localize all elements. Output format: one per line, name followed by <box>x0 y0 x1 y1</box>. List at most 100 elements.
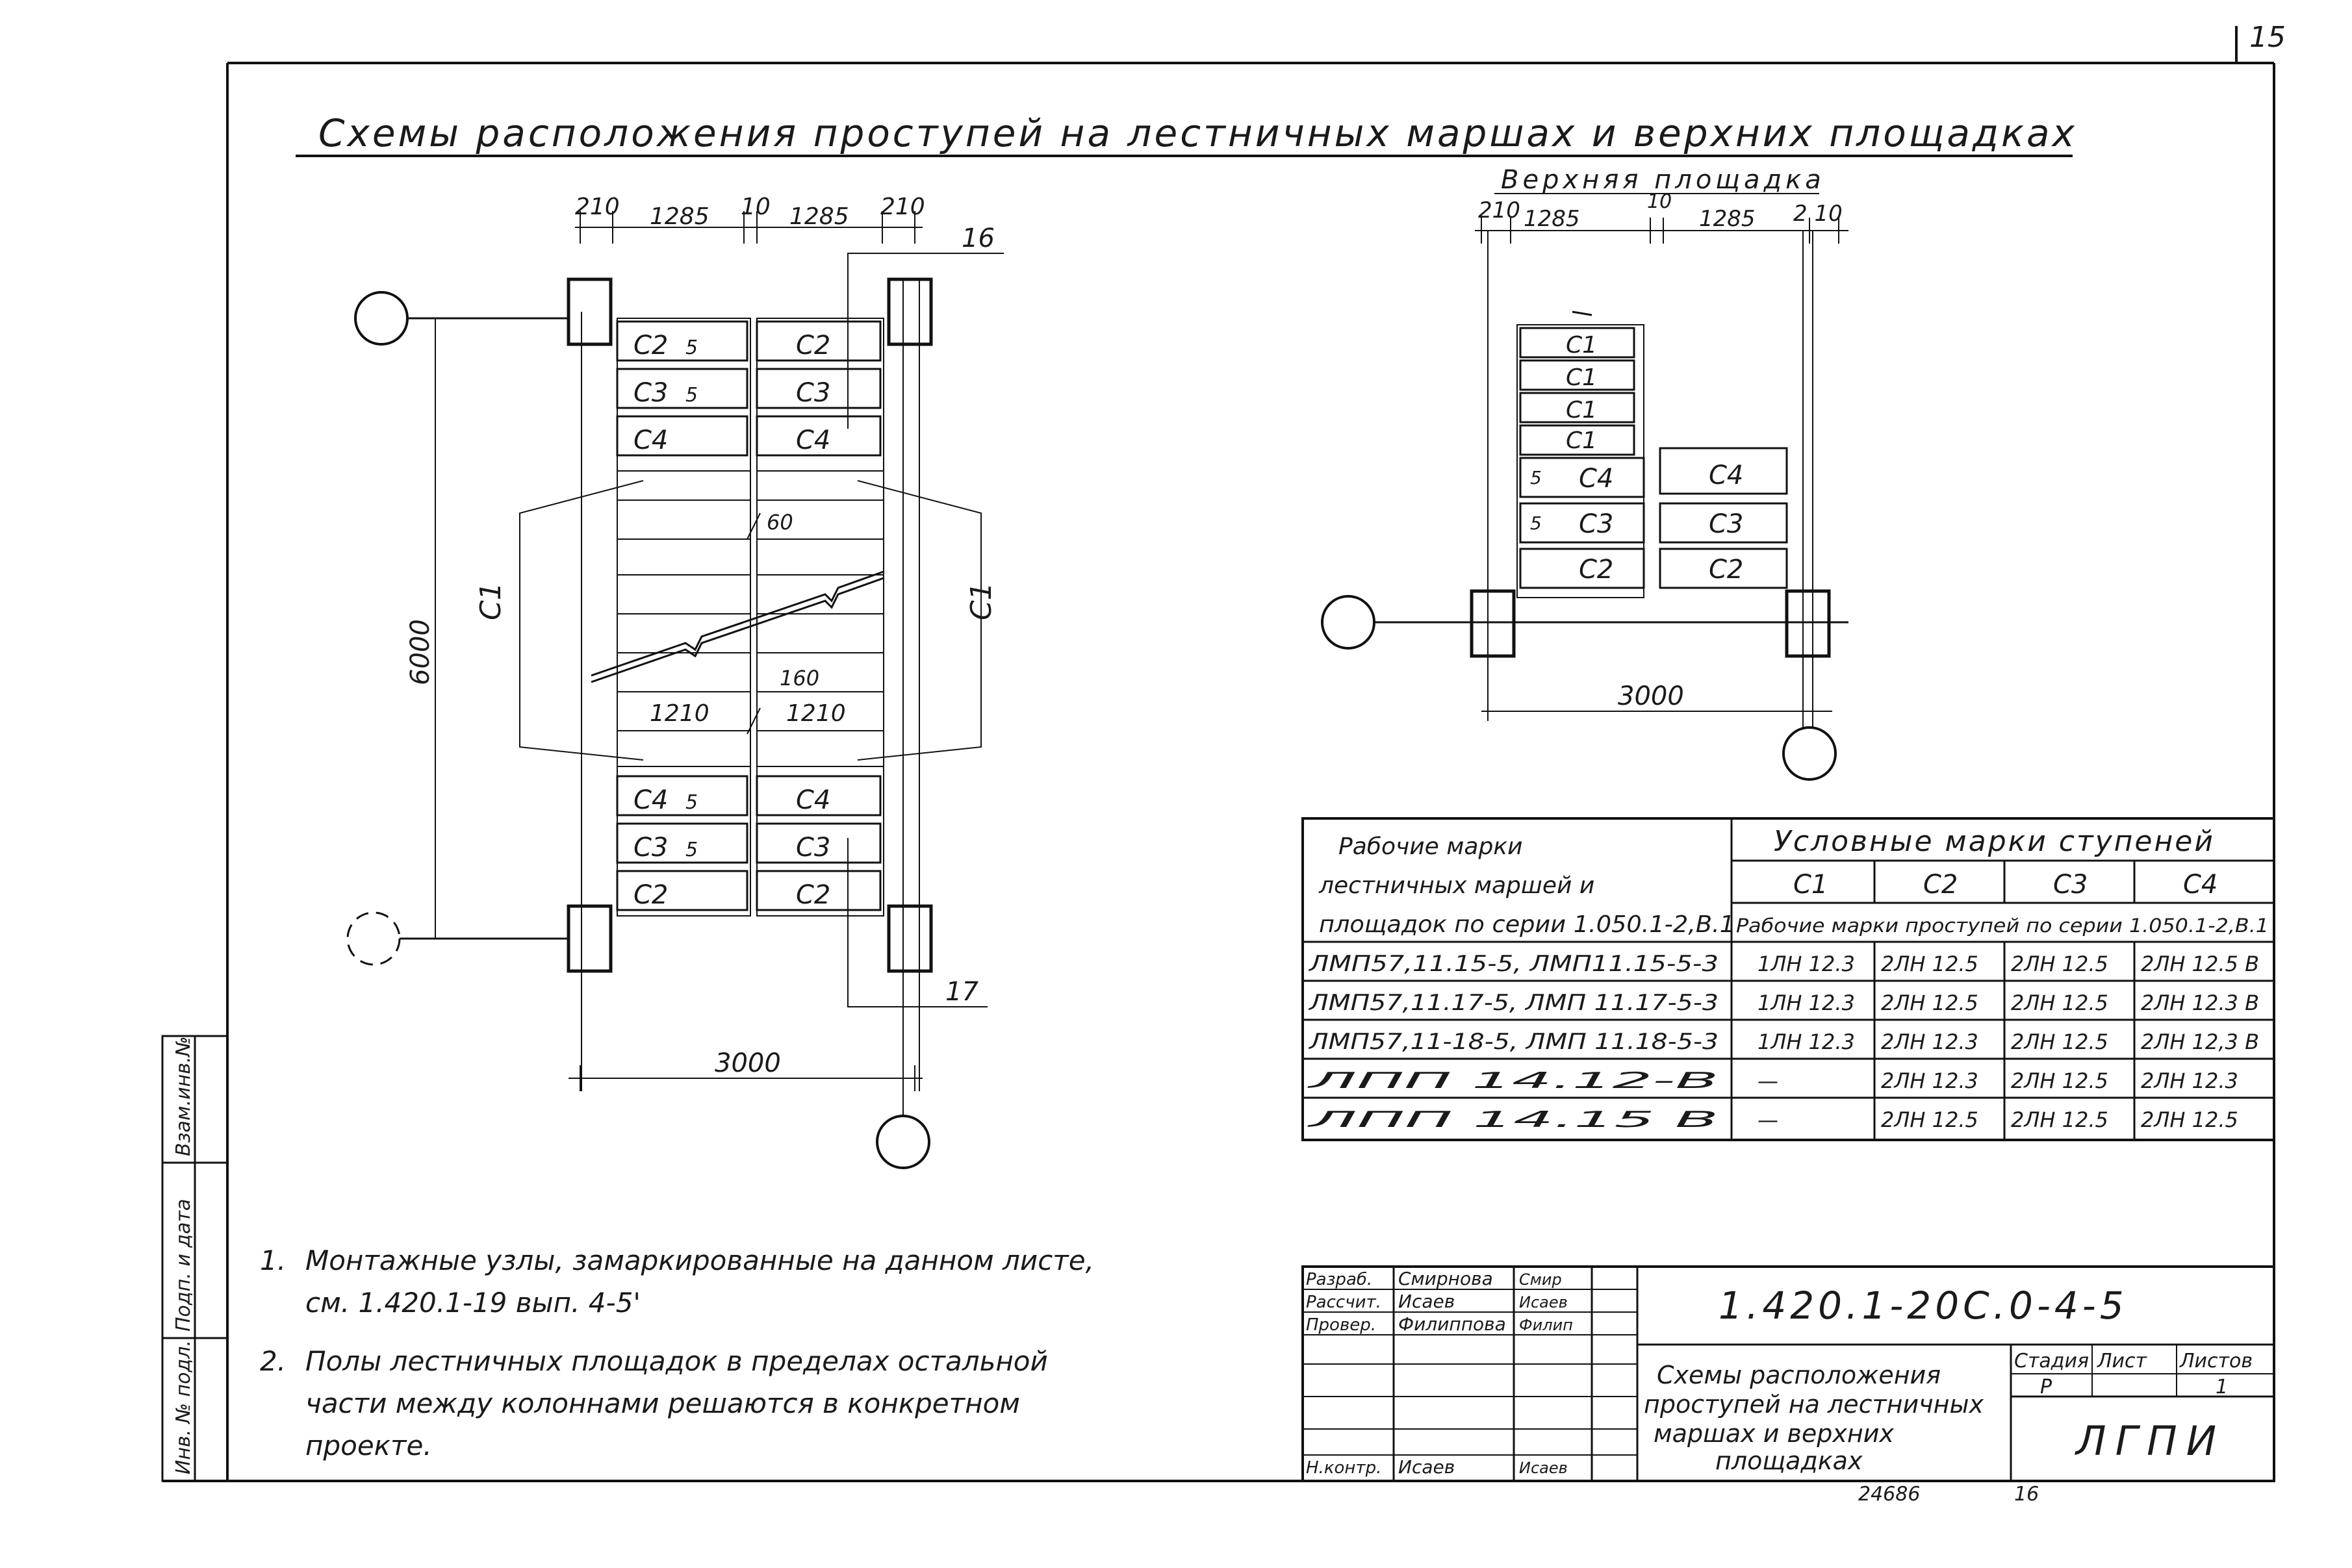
document-code: 1.420.1-20С.0-4-5 <box>1719 1283 2128 1328</box>
left-plan-bottom-steps <box>616 775 882 911</box>
dim-1210-right: 1210 <box>786 700 846 727</box>
callout-16: 16 <box>962 223 995 253</box>
dim-gap-60: 60 <box>767 510 793 535</box>
step-label: C1 <box>1566 364 1597 391</box>
description-line: проступей на лестничных <box>1644 1390 1984 1419</box>
table-cell-c2: 2ЛН 12.3 <box>1881 1030 1978 1054</box>
note-line: Полы лестничных площадок в пределах оста… <box>305 1345 1048 1377</box>
note-line: проекте. <box>305 1430 432 1461</box>
step-label: C2 <box>633 331 668 360</box>
step-label: C4 <box>633 425 668 455</box>
table-cell-c2: 2ЛН 12.5 <box>1881 952 1978 976</box>
axis-marker-left-bottom <box>346 911 401 966</box>
dim-height-label: 6000 <box>405 619 435 685</box>
right-plan <box>1321 218 1848 781</box>
stage-label: Стадия <box>2014 1350 2089 1372</box>
side-stamp-replace: Взам.инв.№ <box>172 1036 195 1156</box>
step-label: C2 <box>1709 555 1743 585</box>
note-number: 1. <box>260 1245 286 1276</box>
column-bottom-right <box>887 904 933 973</box>
column-top-left <box>567 277 613 346</box>
role-label: Рассчит. <box>1306 1293 1381 1312</box>
table-cell-c4: 2ЛН 12.3 <box>2141 1069 2238 1093</box>
table-subheader: Рабочие марки проступей по серии 1.050.1… <box>1736 915 2269 937</box>
dim-label: 210 <box>1478 197 1520 223</box>
footer-page: 16 <box>2014 1483 2039 1506</box>
role-label: Разраб. <box>1306 1270 1372 1289</box>
dim-label: 2 10 <box>1793 201 1843 227</box>
stage-value: Р <box>2040 1376 2052 1398</box>
table-header-left: Рабочие марки лестничных маршей и площад… <box>1318 833 1735 938</box>
step-label: C3 <box>796 833 830 863</box>
table-cell-c1: 1ЛН 12.3 <box>1758 991 1855 1015</box>
left-plan <box>346 211 1004 1169</box>
sheet-label: Лист <box>2097 1350 2148 1372</box>
step-label: C3 <box>1709 509 1743 539</box>
dim-label: 10 <box>1647 190 1672 213</box>
table-col-c2: C2 <box>1923 870 1958 900</box>
drawing-title: Схемы расположения проступей на лестничн… <box>318 111 2077 155</box>
table-cell-c4: 2ЛН 12.5 В <box>2141 952 2259 976</box>
gap-label: 5 <box>685 839 698 861</box>
step-label: C3 <box>633 833 668 863</box>
dim-label: 1285 <box>1699 206 1756 232</box>
left-plan-top-steps <box>616 320 882 457</box>
table-cell-c2: 2ЛН 12.5 <box>1881 1107 1978 1132</box>
step-label: C1 <box>1566 397 1597 424</box>
gap-label: 5 <box>685 791 698 814</box>
description-line: площадках <box>1715 1447 1863 1475</box>
table-header-group: Условные марки ступеней <box>1774 825 2215 858</box>
step-label: C4 <box>1709 461 1743 490</box>
person-name: Исаев <box>1398 1291 1455 1312</box>
step-label: C2 <box>796 331 830 360</box>
role-label: Н.контр. <box>1306 1458 1381 1478</box>
gap-label: 5 <box>1530 467 1542 488</box>
step-label: C4 <box>796 425 830 455</box>
table-cell-c4: 2ЛН 12,3 В <box>2141 1030 2259 1054</box>
stair-label-right: C1 <box>965 582 998 620</box>
dim-width-label: 3000 <box>715 1048 781 1078</box>
side-stamp-sign: Подп. и дата <box>172 1199 195 1332</box>
dim-width-label: 3000 <box>1618 681 1684 711</box>
side-stamp <box>161 1035 229 1482</box>
table-cell-c4: 2ЛН 12.3 В <box>2141 991 2259 1015</box>
note-line: см. 1.420.1-19 вып. 4-5' <box>305 1287 641 1319</box>
description-line: Схемы расположения <box>1657 1361 1941 1389</box>
note-line: части между колоннами решаются в конкрет… <box>305 1387 1020 1419</box>
step-label: C2 <box>796 880 830 910</box>
table-cell-c2: 2ЛН 12.5 <box>1881 991 1978 1015</box>
table-col-c4: C4 <box>2183 870 2218 900</box>
side-stamp-inv: Инв. № подл. <box>172 1340 195 1474</box>
step-label: C1 <box>1566 427 1597 454</box>
gap-label: 5 <box>1530 512 1542 534</box>
axis-marker-bottom <box>876 1115 930 1169</box>
table-col-c1: C1 <box>1793 870 1828 900</box>
table-cell-mark: ЛМП57,11.15-5, ЛМП11.15-5-3 <box>1308 951 1719 977</box>
description-line: маршах и верхних <box>1654 1419 1894 1448</box>
dim-label: 1285 <box>789 203 849 230</box>
dim-label: 210 <box>880 194 925 220</box>
dim-label: 1285 <box>1524 206 1580 232</box>
table-cell-mark: ЛПП 14.15 В <box>1305 1107 1719 1133</box>
dim-label: 10 <box>741 194 771 220</box>
person-name: Филиппова <box>1398 1313 1506 1335</box>
step-label: C3 <box>633 378 668 408</box>
column-top-right <box>887 277 933 346</box>
signature: Исаев <box>1519 1293 1568 1311</box>
role-label: Провер. <box>1306 1315 1376 1335</box>
title-block <box>1301 1265 2275 1482</box>
table-cell-c1: 1ЛН 12.3 <box>1758 952 1855 976</box>
table-rows: ЛМП57,11.15-5, ЛМП11.15-5-3 1ЛН 12.3 2ЛН 1… <box>1305 951 2259 1133</box>
organization: ЛГПИ <box>2075 1417 2225 1465</box>
stair-label-left: C1 <box>474 582 507 620</box>
signature: Филип <box>1519 1316 1573 1334</box>
step-label: C3 <box>1579 509 1613 539</box>
axis-marker-right-bottom <box>1782 726 1837 781</box>
step-label: C3 <box>796 378 830 408</box>
step-label: C2 <box>633 880 668 910</box>
table-cell-c3: 2ЛН 12.5 <box>2011 1069 2108 1093</box>
step-label: C4 <box>796 785 830 815</box>
